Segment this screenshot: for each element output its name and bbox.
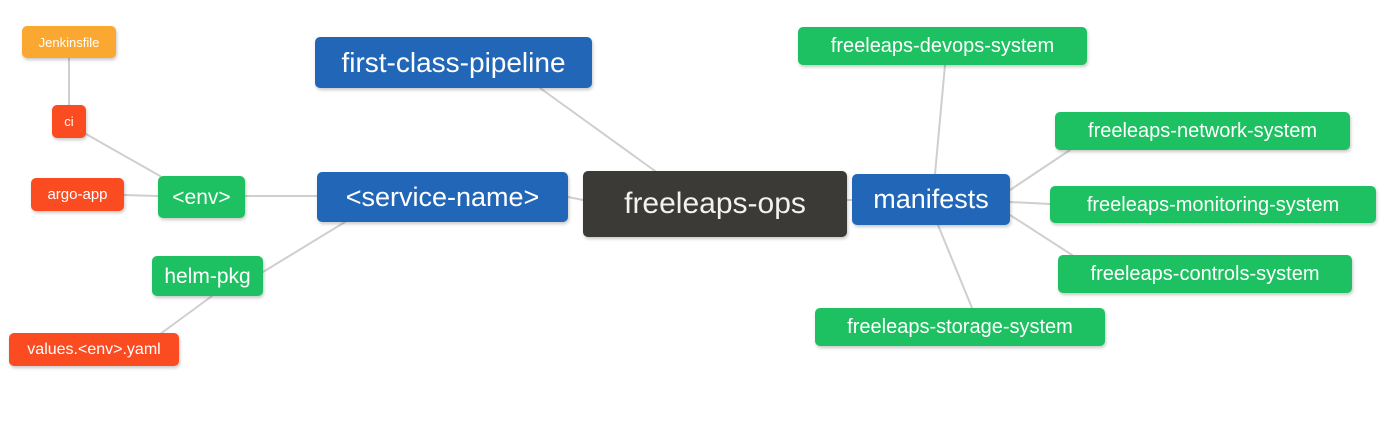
- node-service-name[interactable]: <service-name>: [317, 172, 568, 222]
- node-label-freeleaps-devops-system: freeleaps-devops-system: [830, 35, 1055, 57]
- node-label-env: <env>: [172, 185, 231, 209]
- node-values-yaml[interactable]: values.<env>.yaml: [9, 333, 179, 366]
- node-freeleaps-controls-system[interactable]: freeleaps-controls-system: [1058, 255, 1352, 293]
- node-freeleaps-storage-system[interactable]: freeleaps-storage-system: [815, 308, 1105, 346]
- node-label-freeleaps-controls-system: freeleaps-controls-system: [1090, 263, 1320, 285]
- node-manifests[interactable]: manifests: [852, 174, 1010, 225]
- node-freeleaps-monitoring-system[interactable]: freeleaps-monitoring-system: [1050, 186, 1376, 223]
- node-env[interactable]: <env>: [158, 176, 245, 218]
- edge-manifests-to-freeleaps-monitoring-system: [1009, 201, 1051, 205]
- node-label-jenkinsfile: Jenkinsfile: [38, 34, 100, 50]
- node-ci[interactable]: ci: [52, 105, 86, 138]
- edge-ci-to-env: [85, 133, 161, 177]
- node-argo-app[interactable]: argo-app: [31, 178, 124, 211]
- node-label-freeleaps-monitoring-system: freeleaps-monitoring-system: [1086, 193, 1340, 216]
- node-helm-pkg[interactable]: helm-pkg: [152, 256, 263, 296]
- node-label-freeleaps-network-system: freeleaps-network-system: [1088, 120, 1317, 142]
- node-freeleaps-ops[interactable]: freeleaps-ops: [583, 171, 847, 237]
- edge-manifests-to-freeleaps-storage-system: [937, 224, 973, 309]
- edge-service-name-to-freeleaps-ops: [567, 196, 584, 201]
- edge-argo-app-to-env: [123, 194, 159, 197]
- node-label-values-yaml: values.<env>.yaml: [27, 340, 161, 358]
- node-label-service-name: <service-name>: [345, 181, 540, 212]
- edge-manifests-to-freeleaps-network-system: [1009, 149, 1071, 191]
- edge-manifests-to-freeleaps-devops-system: [934, 64, 946, 175]
- edge-helm-pkg-to-service-name: [262, 221, 346, 273]
- edge-first-class-pipeline-to-freeleaps-ops: [539, 87, 656, 172]
- node-label-manifests: manifests: [873, 184, 989, 214]
- node-label-ci: ci: [64, 114, 74, 129]
- node-label-helm-pkg: helm-pkg: [164, 264, 251, 288]
- node-label-freeleaps-ops: freeleaps-ops: [624, 187, 806, 220]
- node-label-argo-app: argo-app: [47, 186, 108, 203]
- node-label-first-class-pipeline: first-class-pipeline: [341, 46, 566, 78]
- node-label-freeleaps-storage-system: freeleaps-storage-system: [847, 316, 1073, 338]
- node-freeleaps-devops-system[interactable]: freeleaps-devops-system: [798, 27, 1087, 65]
- node-freeleaps-network-system[interactable]: freeleaps-network-system: [1055, 112, 1350, 150]
- node-jenkinsfile[interactable]: Jenkinsfile: [22, 26, 116, 58]
- node-first-class-pipeline[interactable]: first-class-pipeline: [315, 37, 592, 88]
